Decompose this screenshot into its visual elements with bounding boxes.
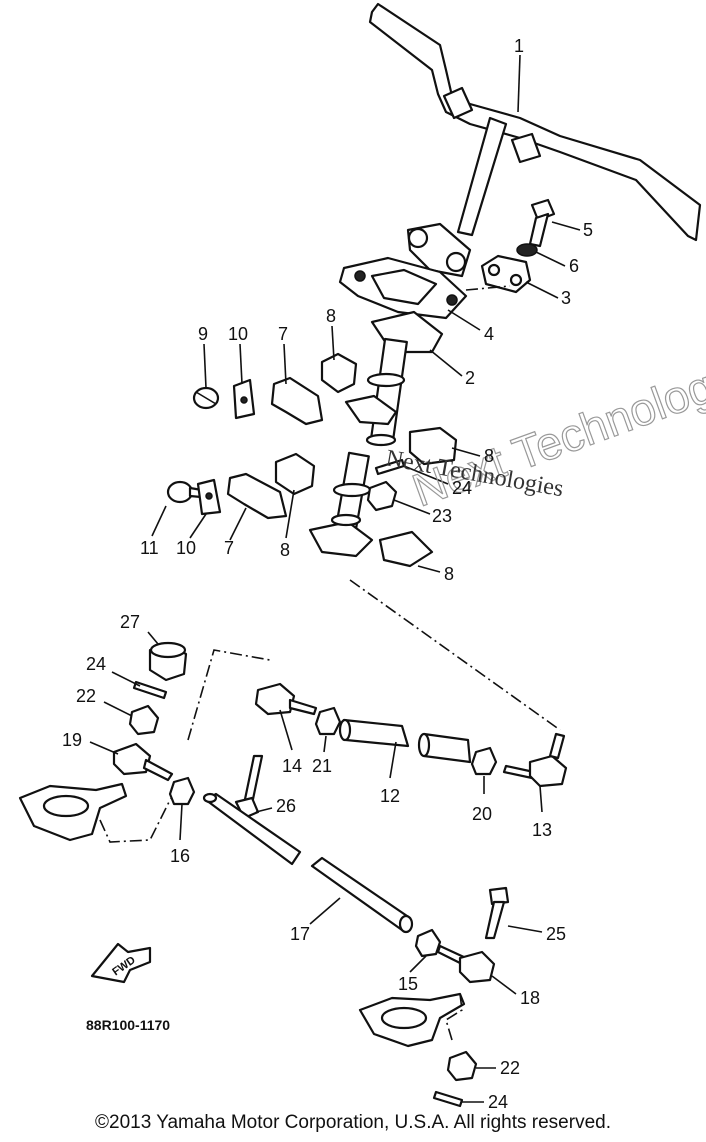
nut-22-lower xyxy=(446,1050,478,1082)
tube-12 xyxy=(338,718,410,748)
callout: 19 xyxy=(62,730,82,750)
callout: 7 xyxy=(224,538,234,558)
shaft-16-17a xyxy=(202,792,302,866)
callout: 21 xyxy=(312,756,332,776)
callout: 22 xyxy=(500,1058,520,1078)
diagram-part-number: 88R100-1170 xyxy=(86,1017,170,1033)
callout: 15 xyxy=(398,974,418,994)
callout: 12 xyxy=(380,786,400,806)
callout: 4 xyxy=(484,324,494,344)
callout: 7 xyxy=(278,324,288,344)
callout: 13 xyxy=(532,820,552,840)
callout: 24 xyxy=(452,478,472,498)
callout: 27 xyxy=(120,612,140,632)
plate-10-upper xyxy=(232,378,256,420)
callout: 1 xyxy=(514,36,524,56)
steering-column-2 xyxy=(344,310,444,447)
callout: 11 xyxy=(140,538,159,558)
nut-23 xyxy=(366,480,398,512)
callout: 10 xyxy=(228,324,248,344)
bolt-26 xyxy=(234,754,264,820)
callout: 24 xyxy=(86,654,106,674)
callout: 8 xyxy=(326,306,336,326)
steering-arm-left xyxy=(18,782,128,842)
bolt-5 xyxy=(528,198,556,248)
rod-end-18 xyxy=(436,944,496,984)
washer-6 xyxy=(516,243,538,257)
callout: 24 xyxy=(488,1092,508,1112)
callout: 20 xyxy=(472,804,492,824)
nut-21 xyxy=(314,706,342,736)
callout: 14 xyxy=(282,756,302,776)
callout: 25 xyxy=(546,924,566,944)
bushing-8-lower xyxy=(274,452,316,496)
callout: 17 xyxy=(290,924,310,944)
callout: 5 xyxy=(583,220,593,240)
bolt-25 xyxy=(484,886,510,940)
fwd-arrow-icon: FWD xyxy=(90,942,152,984)
callout: 3 xyxy=(561,288,571,308)
callout: 10 xyxy=(176,538,196,558)
copyright-notice: ©2013 Yamaha Motor Corporation, U.S.A. A… xyxy=(95,1112,611,1133)
lower-column xyxy=(308,451,374,558)
callout: 2 xyxy=(465,368,475,388)
clamp-3 xyxy=(480,254,532,294)
watermark: Next Technologies Next Technologies xyxy=(384,339,706,517)
handlebar xyxy=(368,2,702,278)
callout: 26 xyxy=(276,796,296,816)
rod-end-14 xyxy=(254,682,318,716)
callout: 16 xyxy=(170,846,190,866)
callout: 22 xyxy=(76,686,96,706)
bushing-8-right-upper xyxy=(408,426,458,466)
nut-9 xyxy=(192,386,220,410)
steering-arm-right xyxy=(358,992,466,1048)
callout: 23 xyxy=(432,506,452,526)
shaft-17 xyxy=(310,856,414,934)
callout: 18 xyxy=(520,988,540,1008)
nut-15 xyxy=(414,928,442,958)
cap-27 xyxy=(148,641,188,682)
upper-bracket-4 xyxy=(338,256,468,320)
bushing-8-upper xyxy=(320,352,358,394)
pin-24-mid xyxy=(132,680,168,700)
rod-end-19 xyxy=(112,742,174,782)
nut-16 xyxy=(168,776,196,806)
callout: 8 xyxy=(444,564,454,584)
pin-24-lower xyxy=(432,1090,464,1108)
callout: 8 xyxy=(280,540,290,560)
callouts: 1 5 6 3 4 2 8 7 10 9 8 24 23 11 10 7 8 8… xyxy=(62,36,593,1112)
leader-lines xyxy=(89,54,581,1103)
callout: 6 xyxy=(569,256,579,276)
tube-12b xyxy=(417,732,472,764)
rod-end-13 xyxy=(502,732,568,788)
holder-7-upper xyxy=(270,376,324,426)
holder-7-lower xyxy=(226,472,288,520)
callout: 8 xyxy=(484,446,494,466)
nut-22-mid xyxy=(128,704,160,736)
callout: 9 xyxy=(198,324,208,344)
bushing-8-right-lower xyxy=(378,530,434,568)
plate-10-lower xyxy=(196,478,222,516)
nut-20 xyxy=(470,746,498,776)
